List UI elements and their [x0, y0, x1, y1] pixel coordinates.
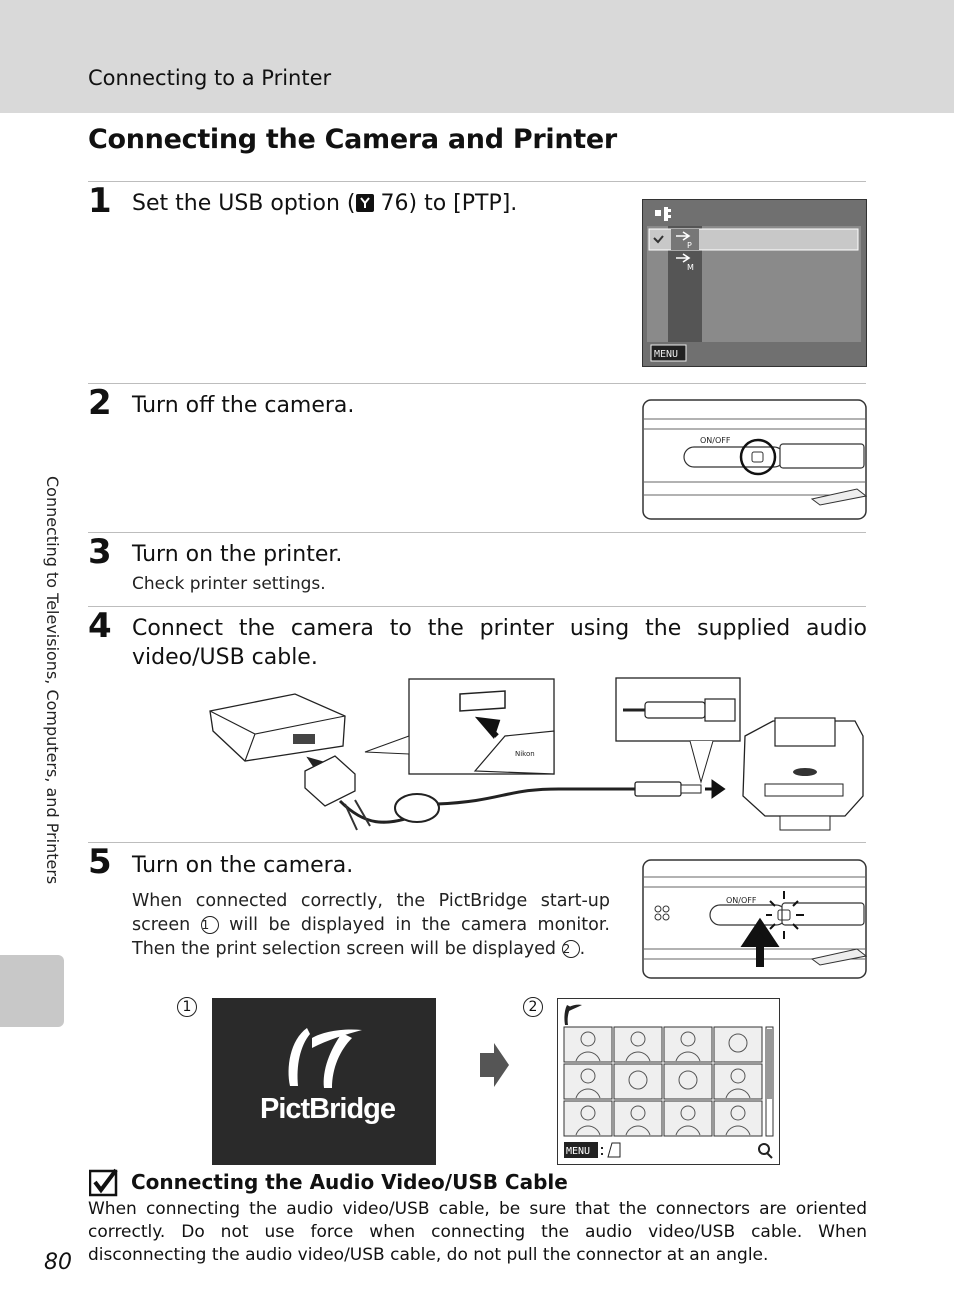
pictbridge-startup-screen	[212, 998, 436, 1165]
nikon-brand-text: Nikon	[515, 750, 535, 758]
step-1-number: 1	[88, 181, 112, 221]
on-off-label: ON/OFF	[700, 436, 731, 445]
checkmark-note-icon	[88, 1168, 119, 1198]
usb-mass-storage-tag: M	[687, 263, 694, 272]
step-4-title: Connect the camera to the printer using …	[132, 616, 867, 670]
divider	[88, 606, 866, 607]
step-3-title: Turn on the printer.	[132, 542, 343, 567]
step-1-title: Set the USB option ( 76) to [PTP].	[132, 190, 517, 219]
step-5-body: When connected correctly, the PictBridge…	[132, 889, 610, 961]
step-5-title: Turn on the camera.	[132, 853, 354, 878]
step-3-number: 3	[88, 532, 112, 572]
divider	[88, 532, 866, 533]
step-5-number: 5	[88, 842, 112, 882]
divider	[88, 842, 866, 843]
step-5-body-c: .	[579, 939, 586, 959]
note-title: Connecting the Audio Video/USB Cable	[131, 1170, 568, 1194]
page-reference-icon	[355, 194, 374, 212]
callout-2: 2	[523, 997, 543, 1017]
selection-menu-label: MENU	[566, 1146, 590, 1157]
step-4-number: 4	[88, 606, 112, 646]
divider	[88, 383, 866, 384]
section-title: Connecting the Camera and Printer	[88, 124, 617, 155]
menu-button-label: MENU	[654, 349, 678, 360]
step-2-title: Turn off the camera.	[132, 393, 355, 418]
usb-option-menu-screen: P M MENU	[642, 199, 867, 367]
page-number: 80	[44, 1250, 72, 1275]
on-off-label-2: ON/OFF	[726, 896, 757, 905]
divider	[88, 181, 866, 182]
callout-ref-1: 1	[200, 916, 219, 934]
running-header: Connecting to a Printer	[88, 66, 332, 90]
usb-ptp-tag: P	[687, 241, 692, 250]
step-5-body-a: When connected correctly, the PictBridge…	[132, 891, 610, 935]
step-2-number: 2	[88, 383, 112, 423]
chapter-side-label: Connecting to Televisions, Computers, an…	[43, 476, 62, 885]
camera-top-power-off-illustration: ON/OFF	[642, 399, 868, 520]
step-1-title-start: Set the USB option (	[132, 191, 356, 216]
pictbridge-wordmark: PictBridge	[260, 1093, 396, 1125]
note-body: When connecting the audio video/USB cabl…	[88, 1199, 867, 1266]
step-5-body-b: will be displayed in the camera monitor.…	[132, 915, 610, 959]
print-selection-screen: MENU	[557, 998, 780, 1165]
step-1-title-end: 76) to [PTP].	[373, 191, 518, 216]
step-3-subtext: Check printer settings.	[132, 574, 326, 594]
next-screen-arrow-icon	[478, 1043, 510, 1087]
page-header-band	[0, 0, 954, 113]
callout-ref-2: 2	[561, 940, 580, 958]
camera-top-power-on-illustration: ON/OFF	[642, 859, 868, 979]
camera-printer-connection-illustration: Nikon	[205, 676, 867, 834]
callout-1: 1	[177, 997, 197, 1017]
chapter-thumb-tab	[0, 955, 64, 1027]
